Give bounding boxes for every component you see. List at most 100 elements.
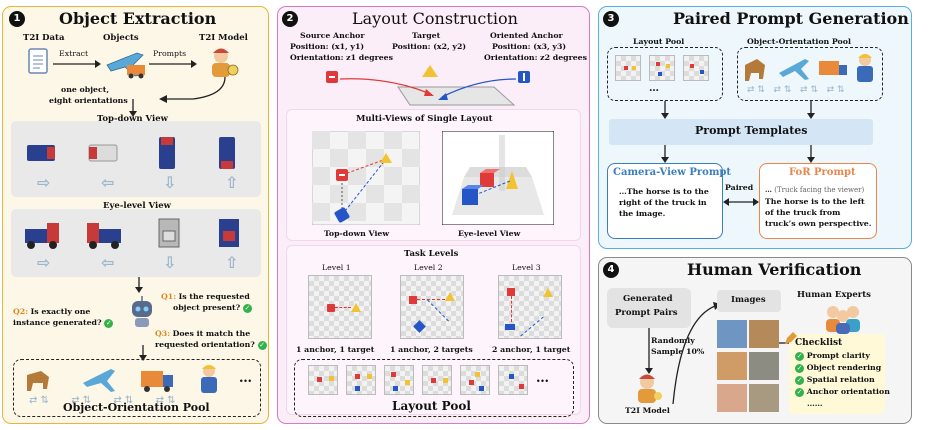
human-experts-icon [826,306,860,334]
arrow-down-icon: ⇩ [163,173,177,192]
down-arrow-icon-4 [661,101,669,119]
paired-label: Paired [725,183,754,192]
step-number-4: 4 [603,262,619,278]
level-3-label: Level 3 [512,263,541,272]
for-text-1: The horse is to the left [765,197,865,206]
source-anchor-label: Source Anchor [300,31,365,40]
level-3-desc: 2 anchor, 1 target [492,345,571,354]
level-1-desc: 1 anchor, 1 target [296,345,375,354]
sample-image-2 [749,320,779,348]
layout-construction-panel: 2 Layout Construction Source Anchor Posi… [277,6,590,424]
t2i-model-caption: T2I Model [625,406,670,415]
eight-orientations-label: eight orientations [49,96,128,105]
prompt-templates-label: Prompt Templates [695,124,808,137]
curved-arrow-icon [672,302,721,405]
layout-pool-grid-2 [346,365,376,395]
camera-view-prompt-box [607,163,723,239]
for-prompt-title: FoR Prompt [789,167,856,178]
layout-pool-grid-5 [460,365,490,395]
sample-image-3 [717,352,747,380]
for-text-2: of the truck from [765,208,841,217]
arrow-up-icon-2: ⇧ [225,253,239,272]
pool-arrow-icons: ⇄ ⇅ ⇄ ⇅ ⇄ ⇅ ⇄ ⇅ [29,395,176,406]
camera-text-3: the image. [619,209,666,218]
objects-label: Objects [103,33,139,43]
arrow-up-icon: ⇧ [225,173,239,192]
camera-view-prompt-title: Camera-View Prompt [613,167,732,178]
pool-ellipsis: … [239,371,252,386]
arrow-right-icon-2: ⇨ [37,253,51,272]
down-arrow-icon-3 [139,345,147,361]
object-extraction-panel: 1 Object Extraction T2I Data Extract Obj… [2,6,269,424]
paired-prompt-generation-panel: 3 Paired Prompt Generation Layout Pool O… [598,6,912,249]
t2i-painter-icon [638,374,662,403]
check-icon: ✓ [242,303,252,313]
level-2-desc: 1 anchor, 2 targets [390,345,473,354]
object-orientation-pool-box [13,359,261,417]
sample-label: Sample 10% [651,347,705,356]
object-orientation-pool-label: Object-Orientation Pool [747,37,851,46]
q1-line-1: Q1: Is the requested [161,292,250,301]
layout-pool-title: Layout Pool [392,399,471,413]
panel-title-human-verification: Human Verification [687,260,862,279]
images-label: Images [731,295,766,305]
extract-arrow-icon [53,60,101,68]
prompts-arrow-icon [149,60,197,68]
pool-title: Object-Orientation Pool [63,401,210,414]
task-levels-title: Task Levels [404,249,459,259]
document-icon [28,48,48,74]
checklist-item-3: ✓ Spatial relation [795,375,875,385]
checklist-box [789,334,885,414]
t2i-data-label: T2I Data [23,33,65,43]
down-arrow-icon [129,99,137,117]
return-arrow-icon [159,76,226,103]
mini-grid-1 [615,55,641,81]
prompts-label: Prompts [153,49,187,58]
top-down-view-caption: Top-down View [324,229,390,238]
down-arrow-icon-2 [135,277,143,293]
sample-image-6 [749,384,779,412]
down-arrow-icon-8 [645,328,653,374]
q3-line-1: Q3: Does it match the [155,329,251,338]
panel-title-paired-prompt: Paired Prompt Generation [673,9,909,28]
human-experts-label: Human Experts [797,290,871,300]
checklist-item-4: ✓ Anchor orientation [795,387,890,397]
top-down-layout-view [312,131,420,225]
oriented-anchor-label: Oriented Anchor [490,31,563,40]
level-2-label: Level 2 [414,263,443,272]
truck-top-down-icons [27,137,235,169]
step-number-3: 3 [603,11,619,27]
q1-line-2: object present? ✓ [173,303,252,313]
one-object-label: one object, [61,85,110,94]
level-3-grid [498,275,562,339]
camera-text-2: right of the truck in [619,198,707,207]
generated-prompt-pairs-box [607,288,691,328]
down-arrow-icon-7 [807,145,815,163]
layout-schematic [326,65,530,106]
down-arrow-icon-5 [807,101,815,119]
layout-pool-grid-1 [308,365,338,395]
q3-line-2: requested orientation? ✓ [155,340,267,350]
eye-level-view-caption: Eye-level View [458,229,521,238]
level-1-grid [308,275,372,339]
painter-icon [212,48,239,77]
generated-label: Generated [623,294,673,304]
paired-double-arrow-icon [723,198,759,206]
eye-level-view-label: Eye-level View [103,201,171,211]
step-number-1: 1 [9,11,25,27]
sample-image-1 [717,320,747,348]
prompt-templates-box [609,119,873,145]
checklist-item-2: ✓ Object rendering [795,363,882,373]
truck-eye-level-icons [25,218,239,249]
q2-line-1: Q2: Is exactly one [13,307,91,316]
check-icon-2: ✓ [104,318,114,328]
t2i-model-label: T2I Model [199,33,248,43]
layout-pool-grid-4 [422,365,452,395]
for-text-3: truck’s own perspective. [765,219,872,228]
checklist-pencil-icon [785,332,797,344]
objects-icon [106,52,145,79]
layout-pool-grid-3 [384,365,414,395]
oriented-position: Position: (x3, y3) [492,42,567,51]
target-label: Target [412,31,441,40]
layout-pool-ellipsis: … [536,371,549,386]
